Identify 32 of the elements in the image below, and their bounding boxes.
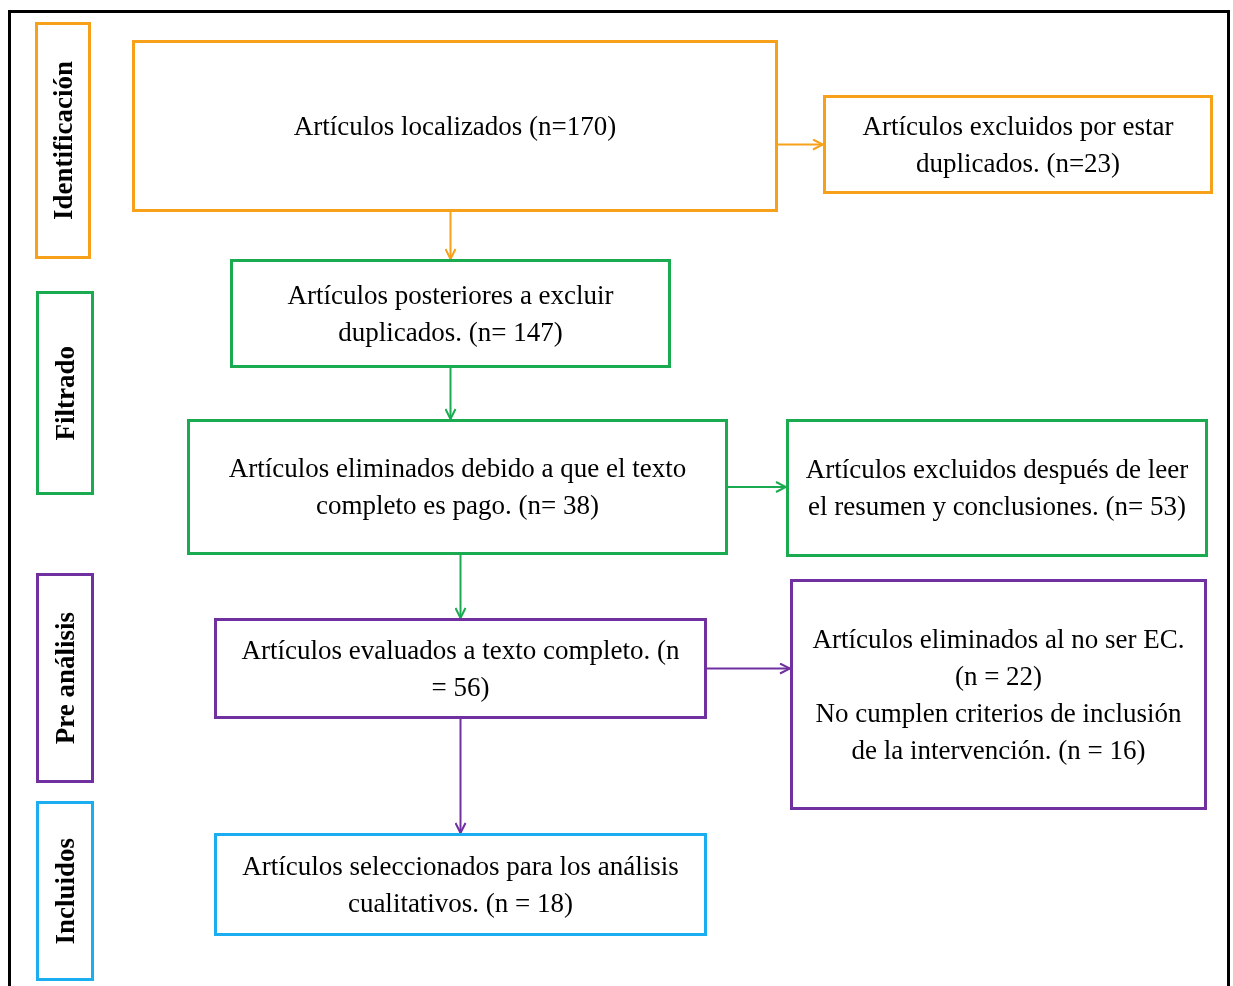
arrow [444, 211, 457, 260]
box-text: Artículos excluidos después de leer el resumen y conclusiones. (n= 53) [805, 453, 1189, 523]
box-text: Artículos eliminados al no ser EC. (n = 22) [811, 622, 1186, 693]
process-box [214, 833, 707, 936]
phase-label: Incluidos [48, 837, 81, 945]
box-text: Artículos localizados (n=170) [293, 109, 617, 143]
box-text: No cumplen criterios de inclusión de la intervención. (n = 16) [814, 696, 1183, 767]
box-text: Artículos evaluados a texto completo. (n = 56) [240, 633, 681, 704]
arrow [727, 481, 787, 493]
phase-band [36, 573, 94, 783]
box-text: Artículos posteriores a excluir duplicados. (n= 147) [286, 278, 615, 349]
phase-band [36, 801, 94, 981]
arrow [454, 718, 467, 834]
box-text: Artículos eliminados debido a que el texto completo es pago. (n= 38) [227, 452, 688, 522]
phase-band [35, 22, 91, 259]
box-text: Artículos excluidos por estar duplicados. (n=23) [861, 109, 1175, 180]
process-box [187, 419, 728, 555]
box-text: Artículos seleccionados para los análisis cualitativos. (n = 18) [241, 849, 680, 920]
arrow [706, 662, 791, 675]
arrow [777, 138, 824, 151]
process-box [823, 95, 1213, 194]
process-box [790, 579, 1207, 810]
process-box [786, 419, 1208, 557]
phase-label: Filtrado [48, 345, 81, 441]
phase-label: Identificación [46, 61, 79, 220]
arrow [444, 367, 457, 420]
phase-label: Pre análisis [48, 611, 81, 745]
process-box [214, 618, 707, 719]
phase-band [36, 291, 94, 495]
arrow [454, 554, 467, 619]
process-box [132, 40, 778, 212]
process-box [230, 259, 671, 368]
